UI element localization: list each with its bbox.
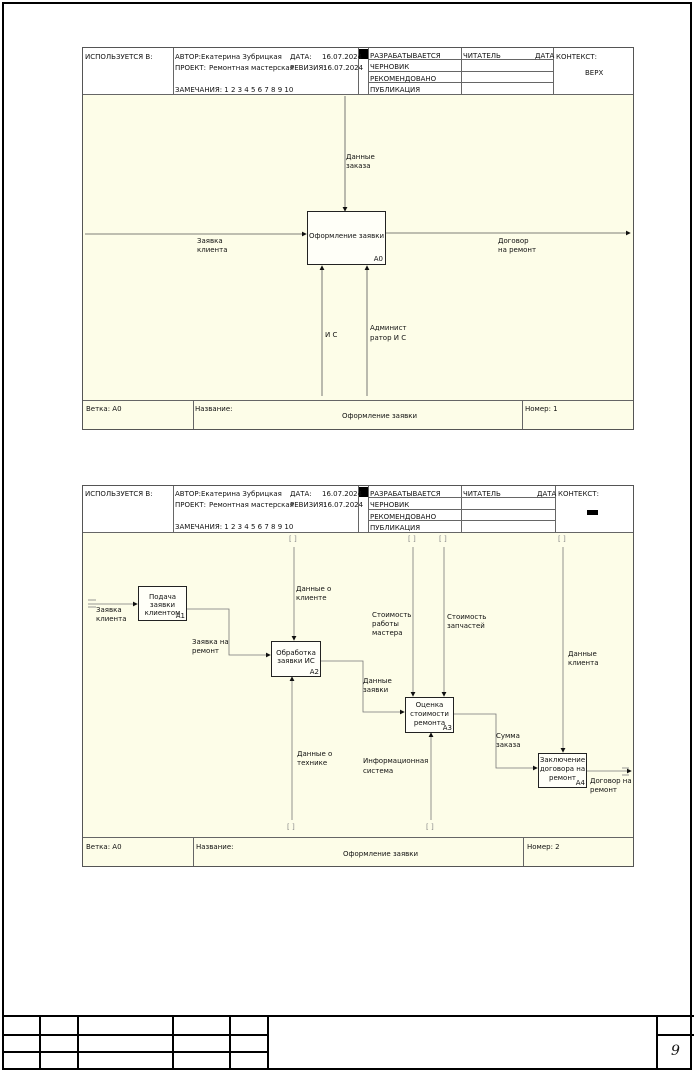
- revision-value: 16.07.2024: [323, 64, 364, 72]
- label-client-data2: Данные клиента: [568, 650, 599, 667]
- notes: ЗАМЕЧАНИЯ: 1 2 3 4 5 6 7 8 9 10: [175, 523, 294, 531]
- footer-number: Номер: 1: [525, 405, 558, 413]
- reader-date-label: ДАТА: [537, 490, 557, 498]
- label-work-cost: Стоимость работы мастера: [372, 611, 412, 637]
- label-client-data: Данные о клиенте: [296, 585, 332, 602]
- footer-node: Ветка: A0: [86, 405, 122, 413]
- activity-box-a4[interactable]: Заключение договора на ремонт A4: [538, 753, 587, 788]
- revision-label: РЕВИЗИЯ:: [290, 64, 326, 72]
- used-in-label: ИСПОЛЬЗУЕТСЯ В:: [85, 53, 153, 61]
- tunnel-client-data: [ ]: [289, 535, 297, 543]
- date-label: ДАТА:: [290, 53, 312, 61]
- status-recommended: РЕКОМЕНДОВАНО: [370, 75, 437, 83]
- activity-box-a3[interactable]: Оценка стоимости ремонта A3: [405, 697, 454, 733]
- label-output: Договор на ремонт: [498, 237, 537, 254]
- tunnel-tech-data: [ ]: [287, 823, 295, 831]
- reader-label: ЧИТАТЕЛЬ: [463, 52, 501, 60]
- footer-node: Ветка: A0: [86, 843, 122, 851]
- diagram-1-frame: [82, 47, 634, 430]
- activity-title: Заключение договора на ремонт: [539, 756, 586, 782]
- project-label: ПРОЕКТ:: [175, 64, 207, 72]
- status-developing: РАЗРАБАТЫВАЕТСЯ: [370, 52, 441, 60]
- label-request-data: Данные заявки: [363, 677, 392, 694]
- footer-number: Номер: 2: [527, 843, 560, 851]
- activity-box-a2[interactable]: Обработка заявки ИС A2: [271, 641, 321, 677]
- tunnel-work-cost: [ ]: [408, 535, 416, 543]
- tunnel-parts-cost: [ ]: [439, 535, 447, 543]
- revision-value: 16.07.2024: [323, 501, 364, 509]
- project-value: Ремонтная мастерская: [209, 64, 294, 72]
- activity-box-a0[interactable]: Оформление заявки A0: [307, 211, 386, 265]
- status-draft: ЧЕРНОВИК: [370, 63, 410, 71]
- activity-id: A1: [175, 612, 185, 620]
- label-control: Данные заказа: [346, 153, 375, 170]
- footer-name: Оформление заявки: [342, 412, 418, 420]
- activity-box-a1[interactable]: Подача заявки клиентом A1: [138, 586, 187, 621]
- footer-name: Оформление заявки: [343, 850, 419, 858]
- notes: ЗАМЕЧАНИЯ: 1 2 3 4 5 6 7 8 9 10: [175, 86, 294, 94]
- activity-id: A3: [442, 724, 452, 732]
- page-number: 9: [671, 1043, 680, 1059]
- project-label: ПРОЕКТ:: [175, 501, 207, 509]
- revision-label: РЕВИЗИЯ:: [290, 501, 326, 509]
- reader-label: ЧИТАТЕЛЬ: [463, 490, 501, 498]
- label-mechanism-is: И С: [325, 331, 338, 339]
- activity-id: A2: [309, 668, 319, 676]
- label-a1-a2: Заявка на ремонт: [192, 638, 229, 655]
- context-value: ВЕРХ: [585, 69, 604, 77]
- activity-title: Обработка заявки ИС: [276, 649, 316, 665]
- label-input: Заявка клиента: [96, 606, 127, 623]
- tunnel-client-data2: [ ]: [558, 535, 566, 543]
- author-label: АВТОР:: [175, 490, 201, 498]
- status-draft: ЧЕРНОВИК: [370, 501, 410, 509]
- label-info-system: Информационная система: [363, 757, 429, 775]
- footer-name-label: Название:: [196, 843, 234, 851]
- context-label: КОНТЕКСТ:: [558, 490, 599, 498]
- footer-name-label: Название:: [195, 405, 233, 413]
- status-publication: ПУБЛИКАЦИЯ: [370, 86, 421, 94]
- date-value: 16.07.2024: [322, 53, 363, 61]
- project-value: Ремонтная мастерская: [209, 501, 294, 509]
- activity-title: Оформление заявки: [308, 232, 385, 240]
- activity-id: A0: [373, 255, 383, 263]
- activity-title: Оценка стоимости ремонта: [410, 701, 449, 727]
- label-parts-cost: Стоимость запчастей: [447, 613, 487, 630]
- label-input: Заявка клиента: [197, 237, 228, 254]
- reader-date-label: ДАТА: [535, 52, 555, 60]
- context-label: КОНТЕКСТ:: [556, 53, 597, 61]
- used-in-label: ИСПОЛЬЗУЕТСЯ В:: [85, 490, 153, 498]
- activity-id: A4: [575, 779, 585, 787]
- status-publication: ПУБЛИКАЦИЯ: [370, 524, 421, 532]
- context-thumbnail: [587, 510, 598, 515]
- activity-title: Подача заявки клиентом: [144, 593, 181, 617]
- date-label: ДАТА:: [290, 490, 312, 498]
- tunnel-info-system: [ ]: [426, 823, 434, 831]
- label-output: Договор на ремонт: [590, 777, 632, 794]
- label-tech-data: Данные о технике: [297, 750, 333, 767]
- author-value: Екатерина Зубрицкая: [201, 490, 282, 498]
- diagram-2-frame: [82, 485, 634, 867]
- author-value: Екатерина Зубрицкая: [201, 53, 282, 61]
- author-label: АВТОР:: [175, 53, 201, 61]
- date-value: 16.07.2024: [322, 490, 363, 498]
- status-recommended: РЕКОМЕНДОВАНО: [370, 513, 437, 521]
- label-order-sum: Сумма заказа: [496, 732, 521, 749]
- status-developing: РАЗРАБАТЫВАЕТСЯ: [370, 490, 441, 498]
- label-mechanism-admin: Админист ратор И С: [370, 324, 407, 342]
